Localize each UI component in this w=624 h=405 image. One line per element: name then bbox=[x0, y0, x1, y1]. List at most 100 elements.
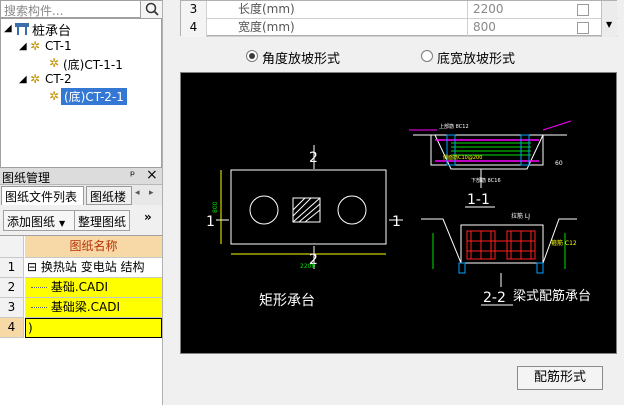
table-row[interactable]: ⊟ 换热站 变电站 结构 bbox=[25, 258, 162, 278]
hatch-line bbox=[292, 197, 306, 211]
tag-top-rebar: 上部筋 8C12 bbox=[439, 123, 469, 130]
collapse-icon[interactable]: ◢ bbox=[4, 23, 12, 34]
property-checkbox[interactable] bbox=[577, 22, 589, 34]
slope-mark bbox=[542, 120, 572, 131]
plan-view bbox=[216, 145, 403, 269]
pile-head-right bbox=[536, 262, 544, 274]
property-name: 宽度(mm) bbox=[208, 19, 468, 37]
tag-stirrup: 拉筋 LJ bbox=[511, 212, 530, 220]
expand-icon[interactable]: ⊟ bbox=[27, 260, 38, 274]
row-number: 1 bbox=[0, 258, 24, 278]
tag-side-rebar: 侧面筋C10@200 bbox=[443, 154, 482, 161]
row-number: 4 bbox=[0, 318, 24, 338]
width-slope-label[interactable]: 底宽放坡形式 bbox=[437, 52, 516, 67]
tag-bottom-rebar: 下部筋 8C16 bbox=[471, 177, 501, 184]
section-label-1-right: 1 bbox=[392, 214, 401, 230]
section-label-2-bottom: 2 bbox=[309, 252, 318, 268]
pile-head-right bbox=[520, 134, 530, 166]
cap-outline bbox=[230, 169, 387, 245]
pile-head-left bbox=[446, 134, 456, 166]
section-2-2 bbox=[421, 218, 577, 306]
component-tree: ◢ 桩承台 ◢ ✲ CT-1 ✲ (底)CT-1-1 ◢ ✲ CT-2 ✲ (底… bbox=[0, 18, 162, 168]
property-value[interactable]: 2200 bbox=[473, 2, 504, 16]
hatch-line bbox=[304, 209, 321, 223]
table-row[interactable]: 基础.CADI bbox=[25, 278, 162, 298]
table-row[interactable]: 基础梁.CADI bbox=[25, 298, 162, 318]
collapse-icon[interactable]: ◢ bbox=[19, 74, 27, 85]
angle-slope-radio[interactable] bbox=[246, 50, 258, 62]
drawing-list-grid: 图纸名称 1 ⊟ 换热站 变电站 结构 2 基础.CADI 3 基础梁.CADI… bbox=[0, 235, 162, 405]
property-row-number: 4 bbox=[181, 19, 207, 37]
pile-head-left bbox=[458, 262, 466, 274]
section-title-2-2: 2-2 bbox=[483, 290, 506, 306]
angle-slope-label[interactable]: 角度放坡形式 bbox=[262, 52, 341, 67]
gear-icon: ✲ bbox=[30, 39, 41, 53]
cap-section bbox=[430, 134, 544, 166]
drawing-tabs: 图纸文件列表 图纸楼 ◂ ▸ bbox=[0, 185, 162, 205]
tag-hoop: 箍筋 C12 bbox=[551, 239, 577, 247]
tag-angle: 60 bbox=[555, 160, 563, 167]
hatch-line bbox=[292, 197, 321, 223]
search-box[interactable]: 搜索构件... bbox=[0, 0, 162, 18]
search-button[interactable] bbox=[140, 1, 162, 18]
tab-scroll-right-icon[interactable]: ▸ bbox=[149, 188, 154, 198]
property-checkbox[interactable] bbox=[577, 4, 589, 16]
tree-node-ct1[interactable]: CT-1 bbox=[45, 39, 72, 53]
hatch-line bbox=[298, 203, 321, 223]
slope-options: 角度放坡形式 底宽放坡形式 bbox=[180, 42, 617, 70]
tab-scroll-left-icon[interactable]: ◂ bbox=[135, 188, 140, 198]
pile-left bbox=[249, 195, 279, 225]
caption-rect-cap: 矩形承台 bbox=[259, 293, 315, 309]
drawing-name: ) bbox=[28, 321, 33, 335]
property-row-number: 3 bbox=[181, 1, 207, 19]
tree-connector bbox=[31, 307, 47, 308]
drawing-panel-header: 图纸管理 ᵖ × bbox=[0, 167, 162, 185]
cad-drawing: 2 2 1 1 2200 800 矩形承台 上部筋 8C12 侧面筋C10@20… bbox=[206, 120, 591, 309]
drawing-name: 基础梁.CADI bbox=[50, 300, 121, 314]
width-slope-radio[interactable] bbox=[421, 50, 433, 62]
property-value[interactable]: 800 bbox=[473, 20, 496, 34]
tree-root[interactable]: 桩承台 bbox=[32, 24, 72, 39]
property-table: 3 长度(mm) 2200 4 宽度(mm) 800 ▼ bbox=[180, 0, 618, 37]
drawing-name: 换热站 变电站 结构 bbox=[40, 260, 145, 274]
gear-icon: ✲ bbox=[49, 89, 60, 103]
gear-icon: ✲ bbox=[49, 56, 60, 70]
search-icon bbox=[145, 2, 159, 16]
column-header-name[interactable]: 图纸名称 bbox=[25, 236, 162, 258]
row-number: 2 bbox=[0, 278, 24, 298]
close-icon[interactable]: × bbox=[146, 167, 158, 183]
section-label-1-left: 1 bbox=[206, 214, 215, 230]
tree-connector bbox=[31, 287, 47, 288]
tab-drawing-list[interactable]: 图纸文件列表 bbox=[1, 186, 84, 205]
left-panel: 搜索构件... ◢ 桩承台 ◢ ✲ CT-1 ✲ (底)CT-1-1 ◢ ✲ C… bbox=[0, 0, 162, 405]
cad-preview: 2 2 1 1 2200 800 矩形承台 上部筋 8C12 侧面筋C10@20… bbox=[180, 72, 617, 354]
toolbar-more-icon[interactable]: » bbox=[144, 210, 152, 224]
section-title-1-1: 1-1 bbox=[467, 192, 490, 208]
section-label-2-top: 2 bbox=[309, 150, 318, 166]
tree-node-ct1-1[interactable]: (底)CT-1-1 bbox=[63, 58, 123, 72]
rebar-form-button[interactable]: 配筋形式 bbox=[517, 366, 603, 390]
property-row: 4 宽度(mm) 800 bbox=[181, 19, 618, 37]
property-scrollbar[interactable]: ▼ bbox=[601, 1, 617, 37]
tree-node-ct2[interactable]: CT-2 bbox=[45, 72, 72, 86]
add-drawing-label: 添加图纸 bbox=[7, 215, 56, 229]
organize-drawing-button[interactable]: 整理图纸 bbox=[74, 210, 130, 231]
row-number: 3 bbox=[0, 298, 24, 318]
table-row[interactable]: ) bbox=[25, 318, 162, 338]
collapse-icon[interactable]: ◢ bbox=[19, 41, 27, 52]
property-row: 3 长度(mm) 2200 bbox=[181, 1, 618, 19]
drawing-toolbar: 添加图纸▼ 整理图纸 » bbox=[0, 207, 162, 233]
dim-text-width: 800 bbox=[212, 201, 219, 213]
pile-cap-icon bbox=[15, 23, 29, 35]
pile-right bbox=[337, 195, 367, 225]
tab-drawing-floor[interactable]: 图纸楼 bbox=[86, 186, 132, 205]
beam-cap-section bbox=[460, 224, 544, 264]
scroll-down-icon[interactable]: ▼ bbox=[606, 20, 613, 29]
dropdown-arrow-icon: ▼ bbox=[59, 219, 66, 228]
pin-icon[interactable]: ᵖ bbox=[130, 168, 136, 182]
tree-node-ct2-1[interactable]: (底)CT-2-1 bbox=[61, 88, 127, 105]
add-drawing-button[interactable]: 添加图纸▼ bbox=[3, 210, 75, 231]
search-input[interactable]: 搜索构件... bbox=[4, 4, 64, 18]
panel-title: 图纸管理 bbox=[2, 171, 51, 185]
section-1-1 bbox=[409, 120, 572, 208]
